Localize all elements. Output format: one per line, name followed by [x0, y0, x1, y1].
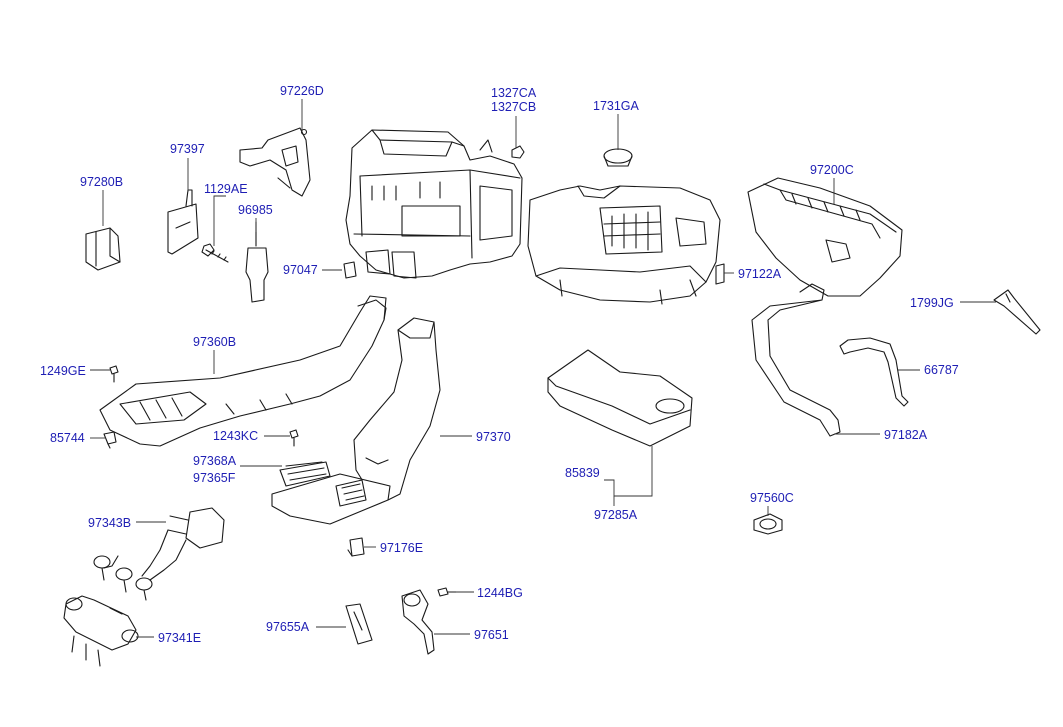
clip-1327CA-drawing: [511, 145, 525, 159]
evaporator-case-drawing: [527, 185, 721, 305]
label-97280B[interactable]: 97280B: [80, 175, 123, 189]
label-97370[interactable]: 97370: [476, 430, 511, 444]
label-66787[interactable]: 66787: [924, 363, 959, 377]
label-85839[interactable]: 85839: [565, 466, 600, 480]
bracket-97226D-drawing: [239, 127, 311, 197]
label-85744[interactable]: 85744: [50, 431, 85, 445]
label-1327CA[interactable]: 1327CA: [491, 86, 537, 100]
grommet-97655A-drawing: [345, 603, 373, 645]
duct-97360B-drawing: [99, 295, 387, 447]
hose-66787-drawing: [839, 337, 909, 407]
screw-1249GE-drawing: [109, 365, 119, 383]
leader-lines: [90, 99, 996, 638]
valve-97341E-drawing: [63, 595, 139, 667]
label-97122A[interactable]: 97122A: [738, 267, 782, 281]
label-96985[interactable]: 96985: [238, 203, 273, 217]
strap-1799JG-drawing: [993, 289, 1041, 335]
screw-1244BG-drawing: [437, 587, 457, 597]
harness-97343B-drawing: [93, 507, 225, 601]
part-labels: 97226D 1327CA 1327CB 1731GA 97397 97280B…: [40, 84, 959, 645]
seal-97122A-drawing: [715, 263, 725, 285]
label-97651[interactable]: 97651: [474, 628, 509, 642]
vent-97368A-drawing: [271, 461, 391, 525]
grommet-1731GA-drawing: [603, 148, 633, 167]
duct-97200C-drawing: [747, 177, 903, 297]
label-97200C[interactable]: 97200C: [810, 163, 854, 177]
hose-97182A-drawing: [751, 283, 841, 437]
label-1244BG[interactable]: 1244BG: [477, 586, 523, 600]
label-1799JG[interactable]: 1799JG: [910, 296, 954, 310]
sensor-97397-drawing: [167, 189, 199, 255]
label-1129AE[interactable]: 1129AE: [204, 182, 248, 196]
label-97047[interactable]: 97047: [283, 263, 318, 277]
label-97360B[interactable]: 97360B: [193, 335, 236, 349]
clip-85744-drawing: [103, 431, 117, 449]
seal-97047-drawing: [343, 261, 357, 279]
label-97285A[interactable]: 97285A: [594, 508, 638, 522]
screw-1129AE-drawing: [201, 243, 229, 263]
heater-case-drawing: [345, 129, 523, 279]
label-97343B[interactable]: 97343B: [88, 516, 131, 530]
label-97341E[interactable]: 97341E: [158, 631, 201, 645]
label-97176E[interactable]: 97176E: [380, 541, 423, 555]
label-1731GA[interactable]: 1731GA: [593, 99, 640, 113]
label-97365F[interactable]: 97365F: [193, 471, 236, 485]
label-97560C[interactable]: 97560C: [750, 491, 794, 505]
label-97226D[interactable]: 97226D: [280, 84, 324, 98]
seal-97560C-drawing: [753, 513, 783, 535]
label-97368A[interactable]: 97368A: [193, 454, 237, 468]
label-1243KC[interactable]: 1243KC: [213, 429, 258, 443]
hose-97651-drawing: [401, 589, 435, 655]
label-97397[interactable]: 97397: [170, 142, 205, 156]
label-1249GE[interactable]: 1249GE: [40, 364, 86, 378]
duct-97370-drawing: [353, 317, 441, 501]
label-1327CB[interactable]: 1327CB: [491, 100, 536, 114]
sensor-96985-drawing: [245, 221, 269, 303]
label-97655A[interactable]: 97655A: [266, 620, 310, 634]
clip-97176E-drawing: [347, 537, 365, 557]
connector-97280B-drawing: [85, 227, 121, 271]
panel-85839-drawing: [547, 349, 693, 447]
screw-1243KC-drawing: [289, 429, 299, 447]
label-97182A[interactable]: 97182A: [884, 428, 928, 442]
